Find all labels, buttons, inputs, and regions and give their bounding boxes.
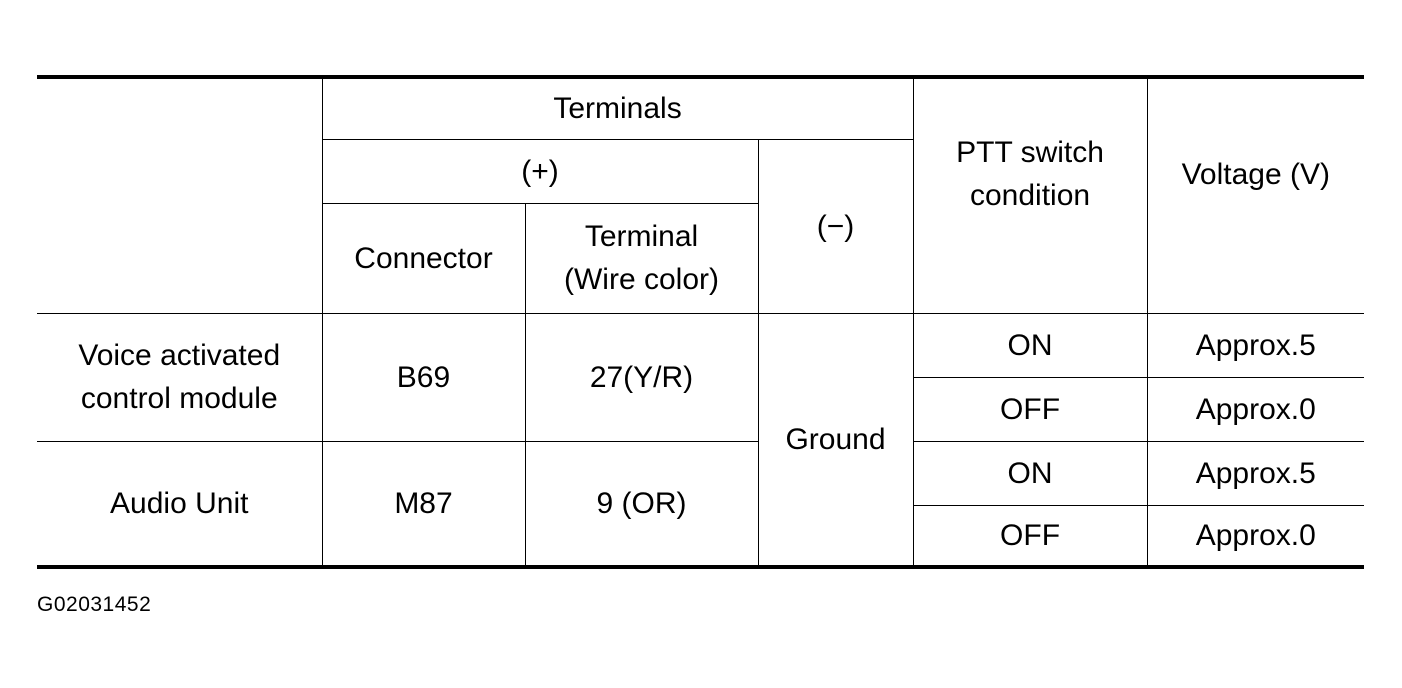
header-plus: (+) [321, 138, 759, 204]
table-row: Audio Unit M87 9 (OR) ON Approx.5 [37, 440, 1365, 568]
header-ptt-switch-condition: PTT switch condition [912, 76, 1148, 314]
header-voltage: Voltage (V) [1146, 76, 1365, 314]
device-audio-unit: Audio Unit [37, 440, 323, 568]
connector-cell: B69 [321, 312, 526, 442]
table-row: Voice activated control module B69 27(Y/… [37, 312, 1365, 568]
table-row: OFF Approx.0 [37, 504, 1365, 568]
voltage-cell: Approx.5 [1146, 440, 1365, 506]
voltage-cell: Approx.0 [1146, 504, 1365, 568]
header-terminal-wire-color: Terminal (Wire color) [524, 202, 759, 314]
header-terminal-line2: (Wire color) [564, 263, 719, 296]
header-terminal-line1: Terminal [584, 220, 699, 253]
device-line2: control module [80, 382, 278, 415]
ground-cell: Ground [757, 312, 914, 568]
header-terminals: Terminals [321, 76, 914, 140]
condition-cell: ON [912, 312, 1148, 378]
header-corner [37, 77, 323, 314]
terminal-cell: 27(Y/R) [524, 312, 759, 442]
figure-code: G02031452 [37, 593, 152, 616]
header-ptt-line1: PTT switch [956, 136, 1104, 170]
header-voltage-label: Voltage (V) [1181, 157, 1330, 191]
device-line1: Voice activated [78, 339, 281, 372]
condition-cell: OFF [912, 504, 1148, 568]
device-voice-activated-control-module: Voice activated control module [37, 312, 323, 442]
connector-cell: M87 [321, 440, 526, 568]
header-minus: (−) [757, 138, 914, 314]
terminal-cell: 9 (OR) [524, 440, 759, 568]
terminal-voltage-table: Terminals PTT switch condition Voltage (… [37, 75, 1365, 569]
header-ptt-line2: condition [969, 179, 1091, 213]
header-connector: Connector [321, 202, 526, 314]
voltage-cell: Approx.5 [1146, 312, 1365, 378]
voltage-cell: Approx.0 [1146, 376, 1365, 442]
condition-cell: ON [912, 440, 1148, 506]
condition-cell: OFF [912, 376, 1148, 442]
table-row: OFF Approx.0 [37, 376, 1365, 442]
